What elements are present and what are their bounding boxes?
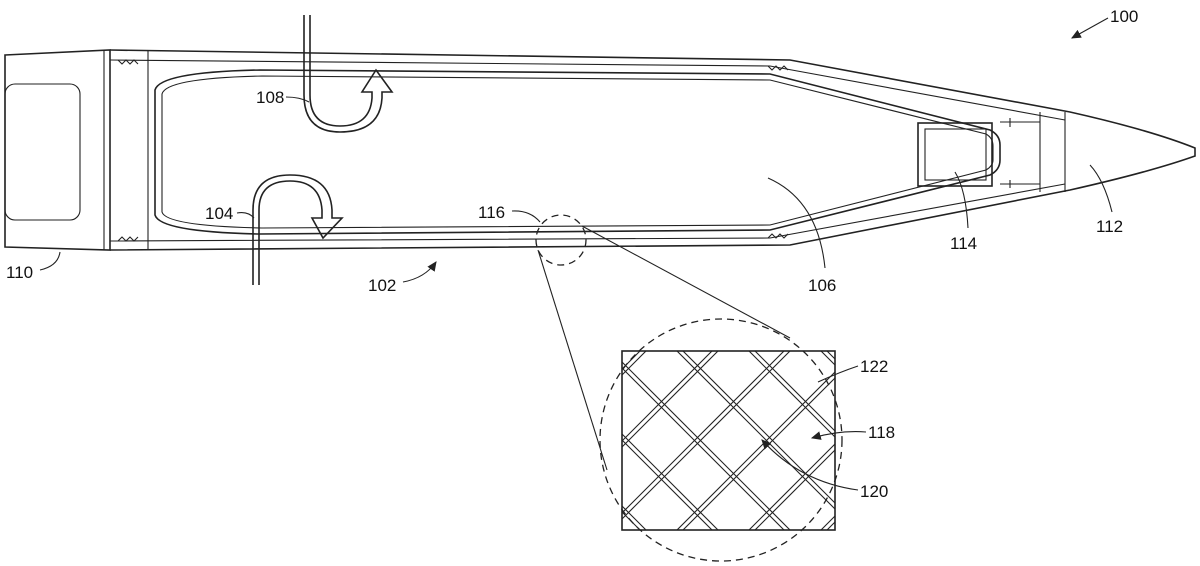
- outlet-tube: [303, 15, 394, 133]
- label-120: 120: [860, 482, 888, 501]
- label-118: 118: [868, 423, 895, 442]
- base-cap: [4, 49, 111, 251]
- lattice-strut: [748, 351, 835, 438]
- lattice-strut: [820, 351, 835, 366]
- label-108: 108: [256, 88, 284, 107]
- lattice-strut: [622, 367, 785, 530]
- detail-callout: [535, 214, 843, 562]
- lattice-strut: [622, 361, 791, 530]
- component-box: [917, 122, 993, 187]
- label-116: 116: [478, 203, 505, 222]
- lattice-strut: [622, 511, 641, 530]
- lattice-strut: [622, 505, 647, 530]
- lattice-strut: [622, 351, 647, 376]
- lattice-strut: [754, 449, 835, 530]
- label-112: 112: [1096, 217, 1123, 236]
- lattice-strut: [820, 515, 835, 530]
- label-110: 110: [6, 263, 33, 282]
- inlet-tube: [252, 174, 344, 285]
- lattice-strut: [754, 351, 835, 432]
- leader-lines: [39, 17, 1113, 491]
- label-100: 100: [1110, 7, 1138, 26]
- lattice-detail: [621, 350, 836, 531]
- lattice-strut: [682, 351, 835, 504]
- label-114: 114: [950, 234, 977, 253]
- lattice-strut: [622, 433, 719, 530]
- lattice-strut: [748, 443, 835, 530]
- lattice-strut: [826, 351, 835, 360]
- inner-liner: [154, 69, 1040, 235]
- lattice-strut: [622, 439, 713, 530]
- lattice-strut: [826, 521, 835, 530]
- label-106: 106: [808, 276, 836, 295]
- lattice-strut: [622, 351, 641, 370]
- reference-labels: 100 108 104 116 102 110 106 114 112 122 …: [6, 7, 1138, 501]
- label-104: 104: [205, 204, 233, 223]
- outer-body: [109, 49, 1196, 251]
- label-102: 102: [368, 276, 396, 295]
- label-122: 122: [860, 357, 888, 376]
